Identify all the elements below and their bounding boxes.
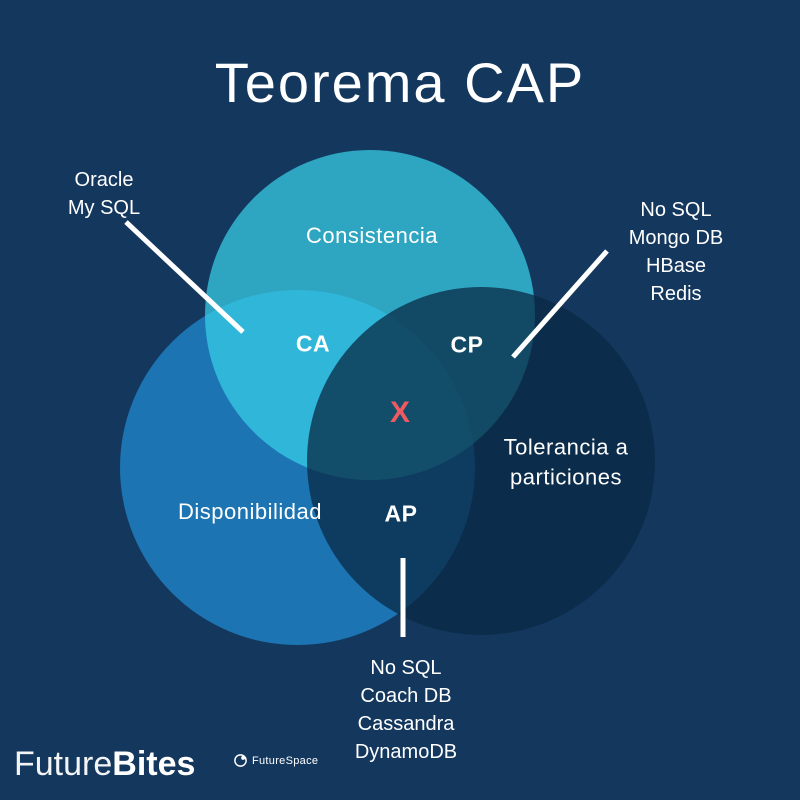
ap-intersection-label: AP (384, 500, 418, 527)
brand-name-light: Future (14, 745, 113, 783)
tolerancia-label: Tolerancia a particiones (503, 434, 629, 489)
cp-examples-annotation: No SQL Mongo DB HBase Redis (628, 199, 724, 305)
brand-logo: FutureBites (14, 745, 195, 784)
center-x-marker: X (389, 396, 411, 429)
disponibilidad-label: Disponibilidad (178, 499, 322, 524)
page-title: Teorema CAP (214, 51, 586, 114)
ap-examples-annotation: No SQL Coach DB Cassandra DynamoDB (354, 657, 458, 763)
ca-examples-annotation: Oracle My SQL (67, 169, 141, 219)
cp-intersection-label: CP (450, 331, 484, 358)
partner-logo: FutureSpace (233, 753, 318, 768)
futurespace-logo-icon (233, 753, 248, 768)
brand-name-bold: Bites (112, 745, 196, 783)
consistencia-label: Consistencia (306, 223, 438, 248)
ca-intersection-label: CA (295, 330, 331, 357)
partner-name: FutureSpace (252, 754, 319, 767)
